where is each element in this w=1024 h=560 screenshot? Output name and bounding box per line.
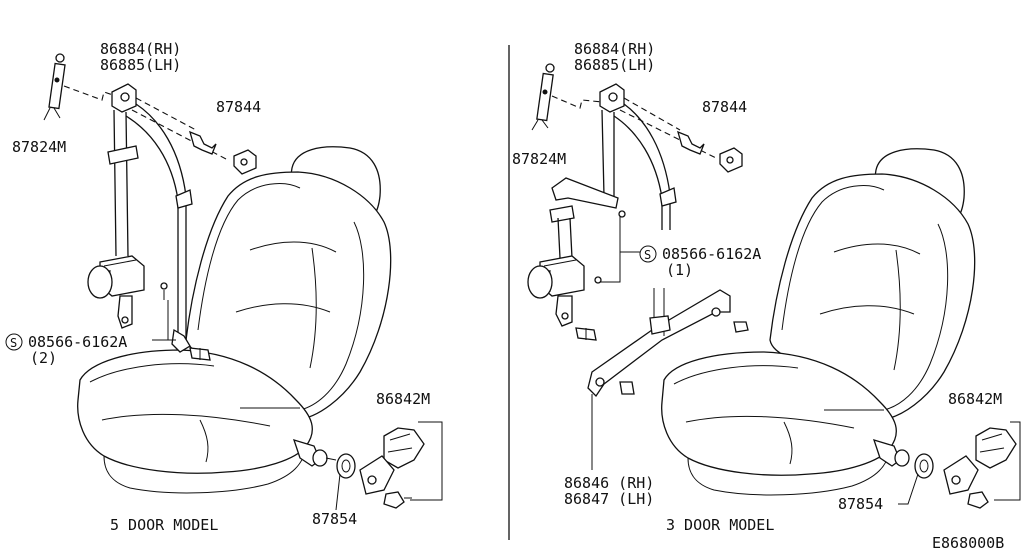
model-label: 5 DOOR MODEL [110, 516, 218, 534]
label-bolt-08566: 08566-6162A [28, 333, 127, 351]
bolt-symbol: S [5, 333, 23, 351]
label-86884: 86884(RH) [100, 40, 181, 58]
seatbelt-assembly [527, 83, 749, 470]
buckle-assembly [872, 421, 1021, 509]
label-86842M: 86842M [376, 390, 430, 408]
label-86885: 86885(LH) [574, 56, 655, 74]
label-bolt-qty: (2) [30, 349, 57, 367]
right-panel: 86884(RH) 86885(LH) 87844 87824M S 08566… [512, 40, 1021, 534]
label-bolt-08566: 08566-6162A [662, 245, 761, 263]
shoulder-adjuster [43, 53, 117, 121]
label-87844: 87844 [702, 98, 747, 116]
label-86846: 86846 (RH) [564, 474, 654, 492]
svg-text:S: S [10, 336, 17, 350]
seat-illustration [661, 148, 976, 496]
seatbelt-assembly [87, 83, 211, 361]
label-86847: 86847 (LH) [564, 490, 654, 508]
bolt-symbol: S [639, 245, 657, 263]
label-87824M: 87824M [512, 150, 566, 168]
label-86885: 86885(LH) [100, 56, 181, 74]
label-bolt-qty: (1) [666, 261, 693, 279]
buckle-assembly [292, 421, 443, 511]
anchor-bolt [131, 97, 257, 175]
label-87854: 87854 [838, 495, 883, 513]
label-86884: 86884(RH) [574, 40, 655, 58]
model-label: 3 DOOR MODEL [666, 516, 774, 534]
label-87824M: 87824M [12, 138, 66, 156]
label-86842M: 86842M [948, 390, 1002, 408]
anchor-bolt [619, 97, 743, 173]
svg-text:S: S [644, 248, 651, 262]
shoulder-adjuster [531, 63, 603, 131]
seat-illustration [77, 146, 392, 494]
left-panel: 86884(RH) 86885(LH) 87844 87824M S 08566… [5, 40, 443, 534]
label-87844: 87844 [216, 98, 261, 116]
label-87854: 87854 [312, 510, 357, 528]
diagram-code: E868000B [932, 534, 1004, 552]
